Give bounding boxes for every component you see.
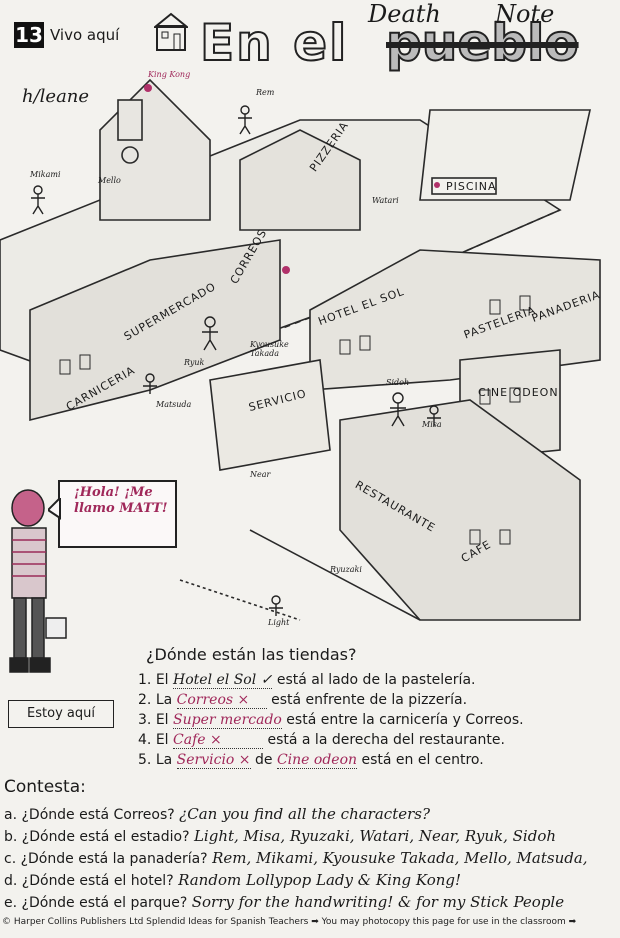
contesta-item-c: c. ¿Dónde está la panadería? Rem, Mikami… xyxy=(4,849,588,867)
question-article: El xyxy=(155,672,169,688)
sign-piscina: PISCINA xyxy=(446,180,497,193)
char-near: Near xyxy=(250,470,271,479)
char-ryuzaki: Ryuzaki xyxy=(330,565,362,574)
char-kyousuke: Kyousuke Takada xyxy=(250,340,289,358)
char-misa: Misa xyxy=(422,420,442,429)
contesta-question: e. ¿Dónde está el parque? xyxy=(4,895,188,911)
char-light: Light xyxy=(268,618,290,627)
house-icon xyxy=(154,12,188,51)
question-5: 5. La Servicio × de Cine odeon está en e… xyxy=(138,752,484,770)
page-title: En el xyxy=(199,13,349,73)
questions-title: ¿Dónde están las tiendas? xyxy=(146,645,357,664)
question-number: 1. xyxy=(138,672,152,688)
title-struck-word: pueblo xyxy=(385,13,580,73)
question-number: 4. xyxy=(138,732,152,748)
question-number: 2. xyxy=(138,692,152,708)
contesta-answer[interactable]: ¿Can you find all the characters? xyxy=(179,805,431,823)
question-text: está en el centro. xyxy=(361,752,484,768)
question-article: La xyxy=(155,752,173,768)
char-matsuda: Matsuda xyxy=(156,400,192,409)
char-ryuk: Ryuk xyxy=(184,358,205,367)
question-article: El xyxy=(155,712,169,728)
contesta-question: a. ¿Dónde está Correos? xyxy=(4,807,175,823)
char-watari: Watari xyxy=(372,196,399,205)
question-text: está al lado de la pastelería. xyxy=(276,672,476,688)
question-number: 3. xyxy=(138,712,152,728)
contesta-item-d: d. ¿Dónde está el hotel? Random Lollypop… xyxy=(4,871,461,889)
town-illustration xyxy=(0,78,601,621)
contesta-answer[interactable]: Sorry for the handwriting! & for my Stic… xyxy=(191,893,565,911)
title-overwrite-note: Note xyxy=(495,0,555,28)
unit-label: Vivo aquí xyxy=(50,26,120,44)
char-sidoh: Sidoh xyxy=(386,378,410,387)
speech-bubble-tail xyxy=(48,498,61,520)
answer-blank[interactable]: Cafe × xyxy=(173,732,264,749)
question-3: 3. El Super mercado está entre la carnic… xyxy=(138,712,524,730)
char-mello: Mello xyxy=(98,176,121,185)
char-king-kong: King Kong xyxy=(148,70,191,79)
contesta-question: d. ¿Dónde está el hotel? xyxy=(4,873,174,889)
estoy-aqui-sign: Estoy aquí xyxy=(8,700,114,728)
question-mid-text: de xyxy=(255,752,273,768)
answer-blank[interactable]: Super mercado xyxy=(173,712,282,729)
answer-blank[interactable]: Correos × xyxy=(176,692,267,709)
contesta-title: Contesta: xyxy=(4,777,86,797)
char-rem: Rem xyxy=(256,88,275,97)
question-1: 1. El Hotel el Sol ✓ está al lado de la … xyxy=(138,672,475,690)
question-text: está entre la carnicería y Correos. xyxy=(286,712,524,728)
question-text: está a la derecha del restaurante. xyxy=(267,732,505,748)
question-article: La xyxy=(155,692,173,708)
contesta-question: c. ¿Dónde está la panadería? xyxy=(4,851,208,867)
question-article: El xyxy=(155,732,169,748)
contesta-question: b. ¿Dónde está el estadio? xyxy=(4,829,190,845)
unit-number-badge: 13 xyxy=(14,22,44,48)
copyright-footer: © Harper Collins Publishers Ltd Splendid… xyxy=(2,917,577,927)
contesta-item-a: a. ¿Dónde está Correos? ¿Can you find al… xyxy=(4,805,430,823)
contesta-answer[interactable]: Random Lollypop Lady & King Kong! xyxy=(178,871,462,889)
contesta-item-e: e. ¿Dónde está el parque? Sorry for the … xyxy=(4,893,564,911)
student-signature: h/leane xyxy=(22,86,90,107)
contesta-answer[interactable]: Light, Misa, Ryuzaki, Watari, Near, Ryuk… xyxy=(193,827,557,845)
matt-character-drawing xyxy=(9,489,67,673)
contesta-item-b: b. ¿Dónde está el estadio? Light, Misa, … xyxy=(4,827,556,845)
answer-blank[interactable]: Hotel el Sol ✓ xyxy=(173,672,273,689)
question-text: está enfrente de la pizzería. xyxy=(271,692,468,708)
question-number: 5. xyxy=(138,752,152,768)
answer-blank[interactable]: Servicio × xyxy=(176,752,251,769)
answer-blank-2[interactable]: Cine odeon xyxy=(276,752,358,769)
question-2: 2. La Correos × está enfrente de la pizz… xyxy=(138,692,467,710)
char-mikami: Mikami xyxy=(30,170,61,179)
speech-bubble-text: ¡Hola! ¡Me llamo MATT! xyxy=(74,485,168,516)
question-4: 4. El Cafe × está a la derecha del resta… xyxy=(138,732,505,750)
speech-bubble xyxy=(58,480,177,548)
contesta-answer[interactable]: Rem, Mikami, Kyousuke Takada, Mello, Mat… xyxy=(212,849,588,867)
sign-cine: CINE ODEON xyxy=(478,386,559,399)
title-overwrite-death: Death xyxy=(368,0,441,28)
